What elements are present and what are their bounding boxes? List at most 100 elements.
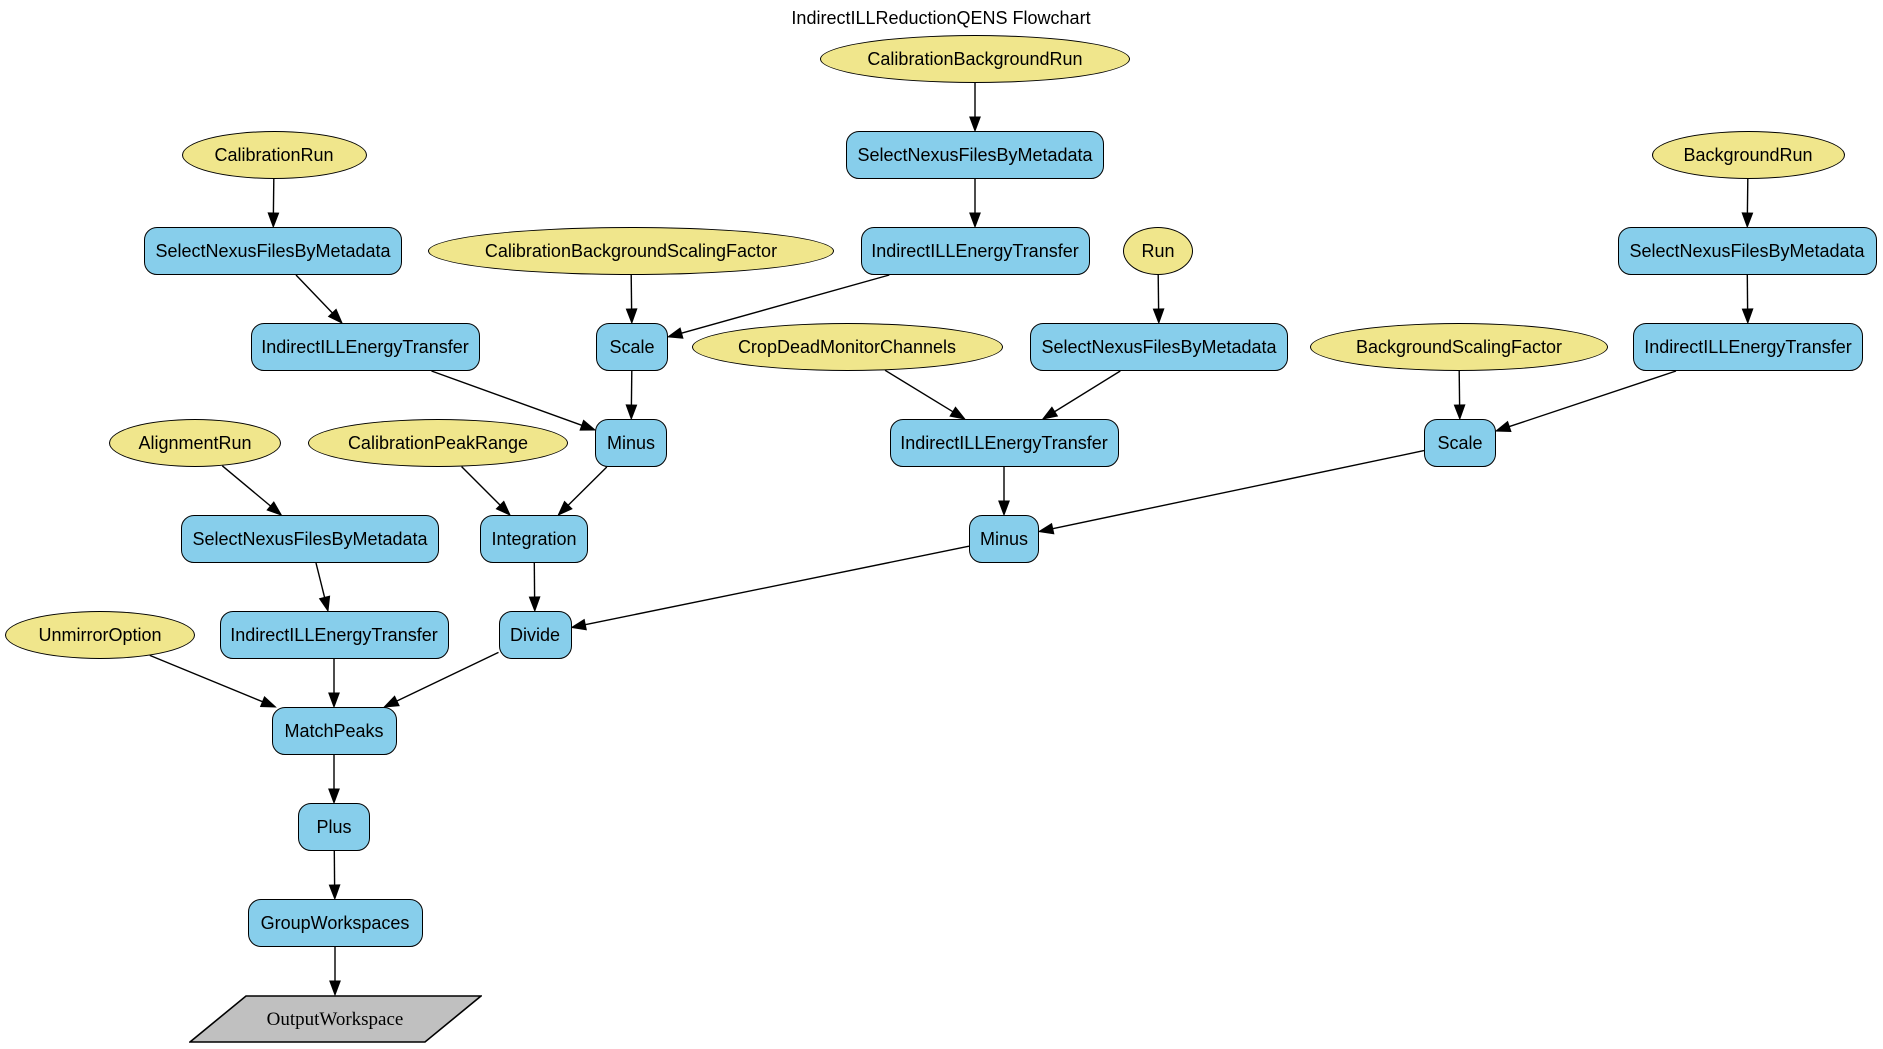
arrowhead-integration-to-divide (528, 596, 541, 613)
edge-select-nexus-align-to-energy-transfer-align (315, 562, 326, 598)
node-label-energy-transfer-calib: IndirectILLEnergyTransfer (261, 337, 469, 357)
node-label-select-nexus-bg: SelectNexusFilesByMetadata (1629, 241, 1865, 261)
arrowhead-alignment-run-to-select-nexus-align (266, 501, 283, 516)
node-scale-bg: Scale (1424, 419, 1496, 467)
node-label-energy-transfer-calib-bg: IndirectILLEnergyTransfer (871, 241, 1079, 261)
edge-calibration-peak-range-to-integration (461, 466, 501, 506)
node-scale-calib: Scale (596, 323, 668, 371)
arrowhead-energy-transfer-bg-to-scale-bg (1494, 420, 1512, 433)
node-energy-transfer-sample: IndirectILLEnergyTransfer (889, 419, 1119, 467)
node-label-select-nexus-sample: SelectNexusFilesByMetadata (1041, 337, 1277, 357)
node-output-workspace: OutputWorkspace (188, 995, 482, 1043)
node-label-bg-scaling-factor: BackgroundScalingFactor (1355, 337, 1563, 357)
arrowhead-energy-transfer-calib-bg-to-scale-calib (666, 327, 684, 339)
node-calibration-background-run: CalibrationBackgroundRun (820, 35, 1130, 83)
arrowhead-scale-calib-to-minus-calib (625, 404, 638, 421)
node-bg-scaling-factor: BackgroundScalingFactor (1310, 323, 1608, 371)
node-label-divide: Divide (509, 625, 561, 645)
arrowhead-select-nexus-calib-bg-to-energy-transfer-calib-bg (969, 212, 981, 229)
node-run: Run (1123, 227, 1193, 275)
arrowhead-scale-bg-to-minus-sample (1037, 522, 1055, 535)
node-label-select-nexus-calib-bg: SelectNexusFilesByMetadata (857, 145, 1093, 165)
node-label-calibration-background-run: CalibrationBackgroundRun (867, 49, 1083, 69)
node-label-select-nexus-align: SelectNexusFilesByMetadata (192, 529, 428, 549)
node-label-match-peaks: MatchPeaks (284, 721, 384, 741)
edge-minus-sample-to-divide (585, 545, 970, 626)
arrowhead-divide-to-match-peaks (383, 695, 400, 708)
arrowhead-calib-bg-scaling-factor-to-scale-calib (625, 308, 638, 325)
node-label-group-workspaces: GroupWorkspaces (260, 913, 410, 933)
node-label-calibration-run: CalibrationRun (214, 145, 334, 165)
node-label-output-workspace: OutputWorkspace (266, 1008, 404, 1030)
arrowhead-minus-sample-to-divide (570, 618, 587, 631)
node-background-run: BackgroundRun (1651, 131, 1845, 179)
node-calibration-peak-range: CalibrationPeakRange (308, 419, 568, 467)
node-crop-dead-monitor-channels: CropDeadMonitorChannels (691, 323, 1003, 371)
node-label-minus-sample: Minus (979, 529, 1028, 549)
edge-unmirror-option-to-match-peaks (149, 654, 263, 703)
arrowhead-background-run-to-select-nexus-bg (1741, 212, 1754, 229)
arrowhead-energy-transfer-sample-to-minus-sample (998, 500, 1010, 517)
node-minus-sample: Minus (969, 515, 1039, 563)
node-select-nexus-calib-bg: SelectNexusFilesByMetadata (846, 131, 1104, 179)
node-select-nexus-calib: SelectNexusFilesByMetadata (144, 227, 402, 275)
edge-energy-transfer-bg-to-scale-bg (1509, 370, 1677, 428)
node-label-calib-bg-scaling-factor: CalibrationBackgroundScalingFactor (484, 241, 778, 261)
node-label-select-nexus-calib: SelectNexusFilesByMetadata (155, 241, 391, 261)
node-integration: Integration (480, 515, 588, 563)
arrowhead-minus-calib-to-integration (557, 500, 573, 517)
node-select-nexus-bg: SelectNexusFilesByMetadata (1617, 227, 1877, 275)
node-label-energy-transfer-sample: IndirectILLEnergyTransfer (900, 433, 1108, 453)
arrowhead-match-peaks-to-plus (328, 788, 340, 805)
node-label-unmirror-option: UnmirrorOption (38, 625, 162, 645)
edge-divide-to-match-peaks (396, 651, 499, 702)
arrowhead-calibration-background-run-to-select-nexus-calib-bg (969, 116, 981, 133)
edge-scale-bg-to-minus-sample (1052, 449, 1425, 530)
edge-select-nexus-sample-to-energy-transfer-sample (1054, 370, 1121, 413)
edge-energy-transfer-calib-bg-to-scale-calib (681, 274, 890, 334)
arrowhead-select-nexus-bg-to-energy-transfer-bg (1741, 308, 1754, 325)
arrowhead-calibration-run-to-select-nexus-calib (267, 212, 280, 229)
node-alignment-run: AlignmentRun (109, 419, 281, 467)
node-calib-bg-scaling-factor: CalibrationBackgroundScalingFactor (428, 227, 834, 275)
parallelogram-shape (188, 995, 482, 1043)
node-label-alignment-run: AlignmentRun (138, 433, 252, 453)
arrowhead-energy-transfer-align-to-match-peaks (328, 692, 340, 709)
node-label-run: Run (1141, 241, 1175, 261)
node-select-nexus-sample: SelectNexusFilesByMetadata (1030, 323, 1288, 371)
node-match-peaks: MatchPeaks (271, 707, 397, 755)
node-energy-transfer-calib: IndirectILLEnergyTransfer (250, 323, 480, 371)
node-energy-transfer-bg: IndirectILLEnergyTransfer (1633, 323, 1863, 371)
arrowhead-plus-to-group-workspaces (328, 884, 341, 901)
node-label-integration: Integration (491, 529, 577, 549)
node-label-minus-calib: Minus (606, 433, 655, 453)
node-label-background-run: BackgroundRun (1683, 145, 1813, 165)
node-label-energy-transfer-align: IndirectILLEnergyTransfer (230, 625, 438, 645)
node-minus-calib: Minus (595, 419, 667, 467)
arrowhead-energy-transfer-calib-to-minus-calib (579, 419, 597, 431)
edge-alignment-run-to-select-nexus-align (221, 465, 271, 507)
node-label-calibration-peak-range: CalibrationPeakRange (347, 433, 529, 453)
edge-select-nexus-calib-to-energy-transfer-calib (295, 274, 333, 314)
node-group-workspaces: GroupWorkspaces (247, 899, 423, 947)
edge-minus-calib-to-integration (567, 466, 608, 506)
node-label-scale-bg: Scale (1437, 433, 1483, 453)
node-plus: Plus (298, 803, 370, 851)
arrowhead-unmirror-option-to-match-peaks (259, 696, 277, 708)
node-calibration-run: CalibrationRun (181, 131, 367, 179)
arrowhead-run-to-select-nexus-sample (1152, 308, 1165, 325)
node-label-energy-transfer-bg: IndirectILLEnergyTransfer (1644, 337, 1852, 357)
arrowhead-crop-dead-monitor-channels-to-energy-transfer-sample (949, 406, 967, 420)
node-unmirror-option: UnmirrorOption (5, 611, 195, 659)
node-label-scale-calib: Scale (609, 337, 655, 357)
arrowhead-select-nexus-sample-to-energy-transfer-sample (1041, 406, 1059, 420)
node-label-crop-dead-monitor-channels: CropDeadMonitorChannels (737, 337, 957, 357)
diagram-title: IndirectILLReductionQENS Flowchart (791, 8, 1091, 28)
edge-energy-transfer-calib-to-minus-calib (431, 370, 583, 426)
node-label-plus: Plus (316, 817, 352, 837)
arrowhead-select-nexus-calib-to-energy-transfer-calib (327, 308, 343, 325)
arrowhead-select-nexus-align-to-energy-transfer-align (318, 595, 331, 613)
edge-crop-dead-monitor-channels-to-energy-transfer-sample (884, 369, 954, 413)
